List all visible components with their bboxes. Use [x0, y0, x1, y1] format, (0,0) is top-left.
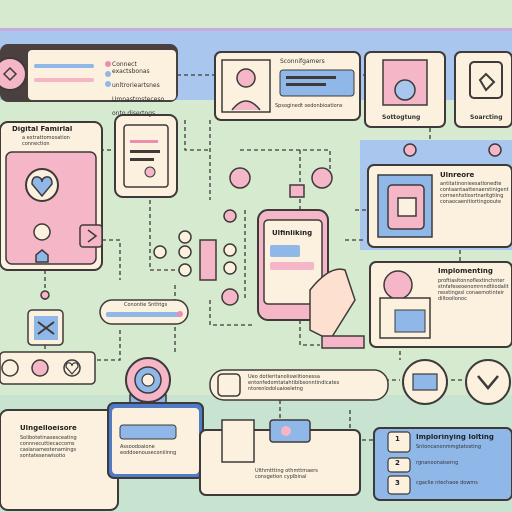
step-number: 1 [395, 436, 400, 443]
header-left-line: unltrorieartsnes [112, 82, 160, 89]
clipboard-icon [217, 373, 241, 397]
right-mid-title: Ulnreore [440, 172, 475, 179]
bottom-center-caption: Assoodoaione eoddoenouseconiiinng [120, 444, 177, 456]
photo-icon [397, 197, 417, 217]
step-text: Sntoncanonmmgtatosting [416, 444, 481, 450]
chevron-down-icon [477, 375, 499, 390]
profile-caption-bottom: Spsoginedt sedonbioations [275, 103, 343, 109]
left-panel-subtitle: a extrattomosation connection [22, 135, 70, 147]
settings-pill-label[interactable]: Conontie Snthtgs [124, 302, 168, 308]
step-text: rgnanoonaiserng [416, 460, 459, 466]
camera-icon [311, 167, 333, 189]
bottom-left-title: Ulngelloeisore [20, 425, 77, 432]
bottom-right-title: Implorinying Iolting [416, 434, 494, 441]
step-number: 2 [395, 460, 400, 467]
right-top-label-right: Soarcting [470, 114, 503, 121]
header-badge [0, 57, 27, 91]
header-left-line: onto disertogs [112, 110, 156, 117]
portrait-icon [394, 79, 416, 101]
step-number: 3 [395, 480, 400, 487]
heart-outline-icon [65, 362, 79, 375]
profile-caption-top: Sconnifgamers [280, 58, 325, 65]
g-logo-icon [478, 72, 496, 92]
middle-note-body: Ueo dotleritanoliswiitionessa entonfedom… [248, 374, 340, 392]
bottom-left-body: Solibotetinasesceating connnecuttiecacco… [20, 435, 77, 459]
laptop-icon [412, 373, 438, 391]
right-top-label-left: Sottogtung [382, 114, 421, 121]
right-mid-body: antitatinonieesatlonedte contaantaattena… [440, 181, 509, 205]
phone-title: Ulfinliking [272, 230, 313, 237]
user-icon [33, 223, 51, 241]
header-left-line: Umnastrosteceso [112, 96, 165, 103]
chevron-right-icon [87, 229, 98, 243]
bottom-mid-caption: Ulthmttting othmttmaers consgetion cyplb… [255, 468, 318, 480]
left-panel-title: Digital Famirlal [12, 126, 73, 133]
shield-icon [35, 249, 49, 263]
heart-icon [31, 176, 53, 198]
hand-icon [309, 268, 356, 341]
header-left-line: Connect exactsbonas [112, 61, 150, 75]
implementing-title: Implomenting [438, 268, 493, 275]
icon-cluster [153, 209, 239, 306]
diamond-icon [2, 66, 18, 82]
avatar-icon [236, 68, 256, 88]
middle-note-bg [209, 369, 389, 401]
step-text: cgaclie ntechaoe dowms [416, 480, 478, 486]
header-left-text: Connect exactsbonas unltrorieartsnes Umn… [112, 54, 174, 124]
padlock-icon [289, 184, 305, 198]
lock-icon [229, 167, 251, 189]
implementing-body: proftiasltonnoflextinchnter stnfafeseoen… [438, 278, 509, 302]
document-icon [221, 419, 255, 463]
x-icon [37, 321, 55, 335]
